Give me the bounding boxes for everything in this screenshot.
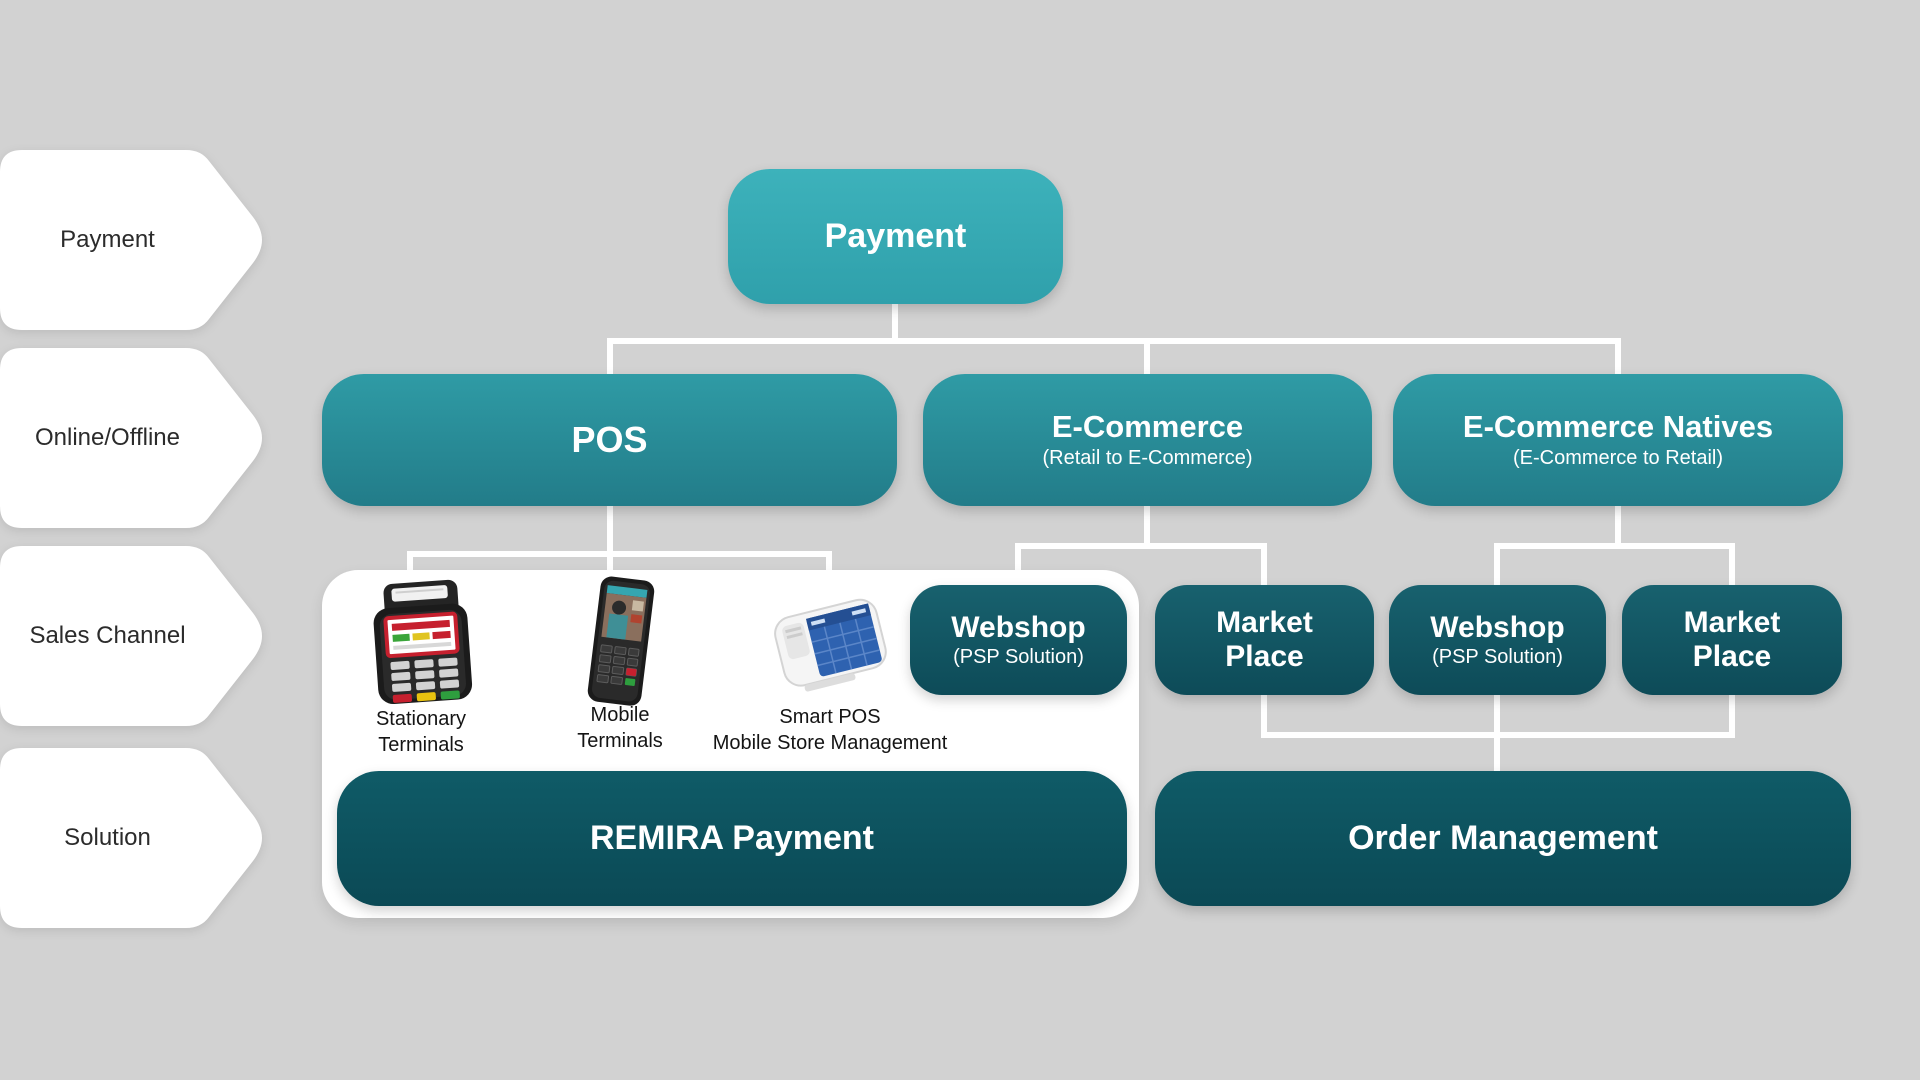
node-market-place-2: Market Place <box>1622 585 1842 695</box>
node-ecommerce-natives: E-Commerce Natives (E-Commerce to Retail… <box>1393 374 1843 506</box>
terminal-label-smart-pos: Smart POS Mobile Store Management <box>700 704 960 756</box>
node-order-management: Order Management <box>1155 771 1851 906</box>
node-title: Payment <box>824 216 967 255</box>
node-title: E-Commerce Natives <box>1462 408 1774 444</box>
node-title: Order Management <box>1348 818 1658 857</box>
chevron-arrow-shape <box>0 748 262 928</box>
node-title: Webshop <box>1430 610 1565 644</box>
chevron-arrow-shape <box>0 546 262 726</box>
chevron-arrow-shape <box>0 348 262 528</box>
terminal-label-mobile: Mobile Terminals <box>577 702 663 754</box>
row-label-text: Payment <box>60 226 155 253</box>
node-market-place-1: Market Place <box>1155 585 1374 695</box>
row-label-payment: Payment <box>0 150 270 330</box>
row-label-sales-channel: Sales Channel <box>0 546 270 726</box>
terminal-label-line1: Stationary <box>375 708 467 730</box>
terminal-label-line1: Mobile <box>590 704 650 726</box>
node-ecommerce: E-Commerce (Retail to E-Commerce) <box>923 374 1372 506</box>
node-title: REMIRA Payment <box>589 818 875 857</box>
node-title: Market Place <box>1683 605 1781 674</box>
node-webshop-psp-2: Webshop (PSP Solution) <box>1389 585 1606 695</box>
row-label-text: Sales Channel <box>29 622 186 649</box>
node-webshop-psp-1: Webshop (PSP Solution) <box>910 585 1127 695</box>
chevron-arrow-shape <box>0 150 262 330</box>
terminal-label-stationary: Stationary Terminals <box>376 706 466 758</box>
terminal-label-line2: Terminals <box>378 734 464 756</box>
node-title: Market Place <box>1216 605 1313 674</box>
node-pos: POS <box>322 374 897 506</box>
terminal-label-line2: Mobile Store Management <box>712 732 948 754</box>
row-label-online-offline: Online/Offline <box>0 348 270 528</box>
mobile-terminal-icon <box>570 575 670 712</box>
node-title: POS <box>571 419 648 461</box>
smart-pos-icon <box>758 580 900 707</box>
node-payment: Payment <box>728 169 1063 304</box>
node-subtitle: (PSP Solution) <box>1432 646 1563 669</box>
node-title: E-Commerce <box>1051 408 1244 444</box>
row-label-solution: Solution <box>0 748 270 928</box>
row-label-text: Solution <box>64 824 151 851</box>
node-subtitle: (PSP Solution) <box>953 646 1084 669</box>
node-subtitle: (Retail to E-Commerce) <box>1042 447 1253 470</box>
stationary-terminal-icon <box>353 578 487 711</box>
node-title: Webshop <box>951 610 1086 644</box>
node-subtitle: (E-Commerce to Retail) <box>1512 447 1724 470</box>
terminal-label-line1: Smart POS <box>779 706 881 728</box>
terminal-label-line2: Terminals <box>577 730 663 752</box>
row-label-text: Online/Offline <box>35 424 180 451</box>
node-remira-payment: REMIRA Payment <box>337 771 1127 906</box>
